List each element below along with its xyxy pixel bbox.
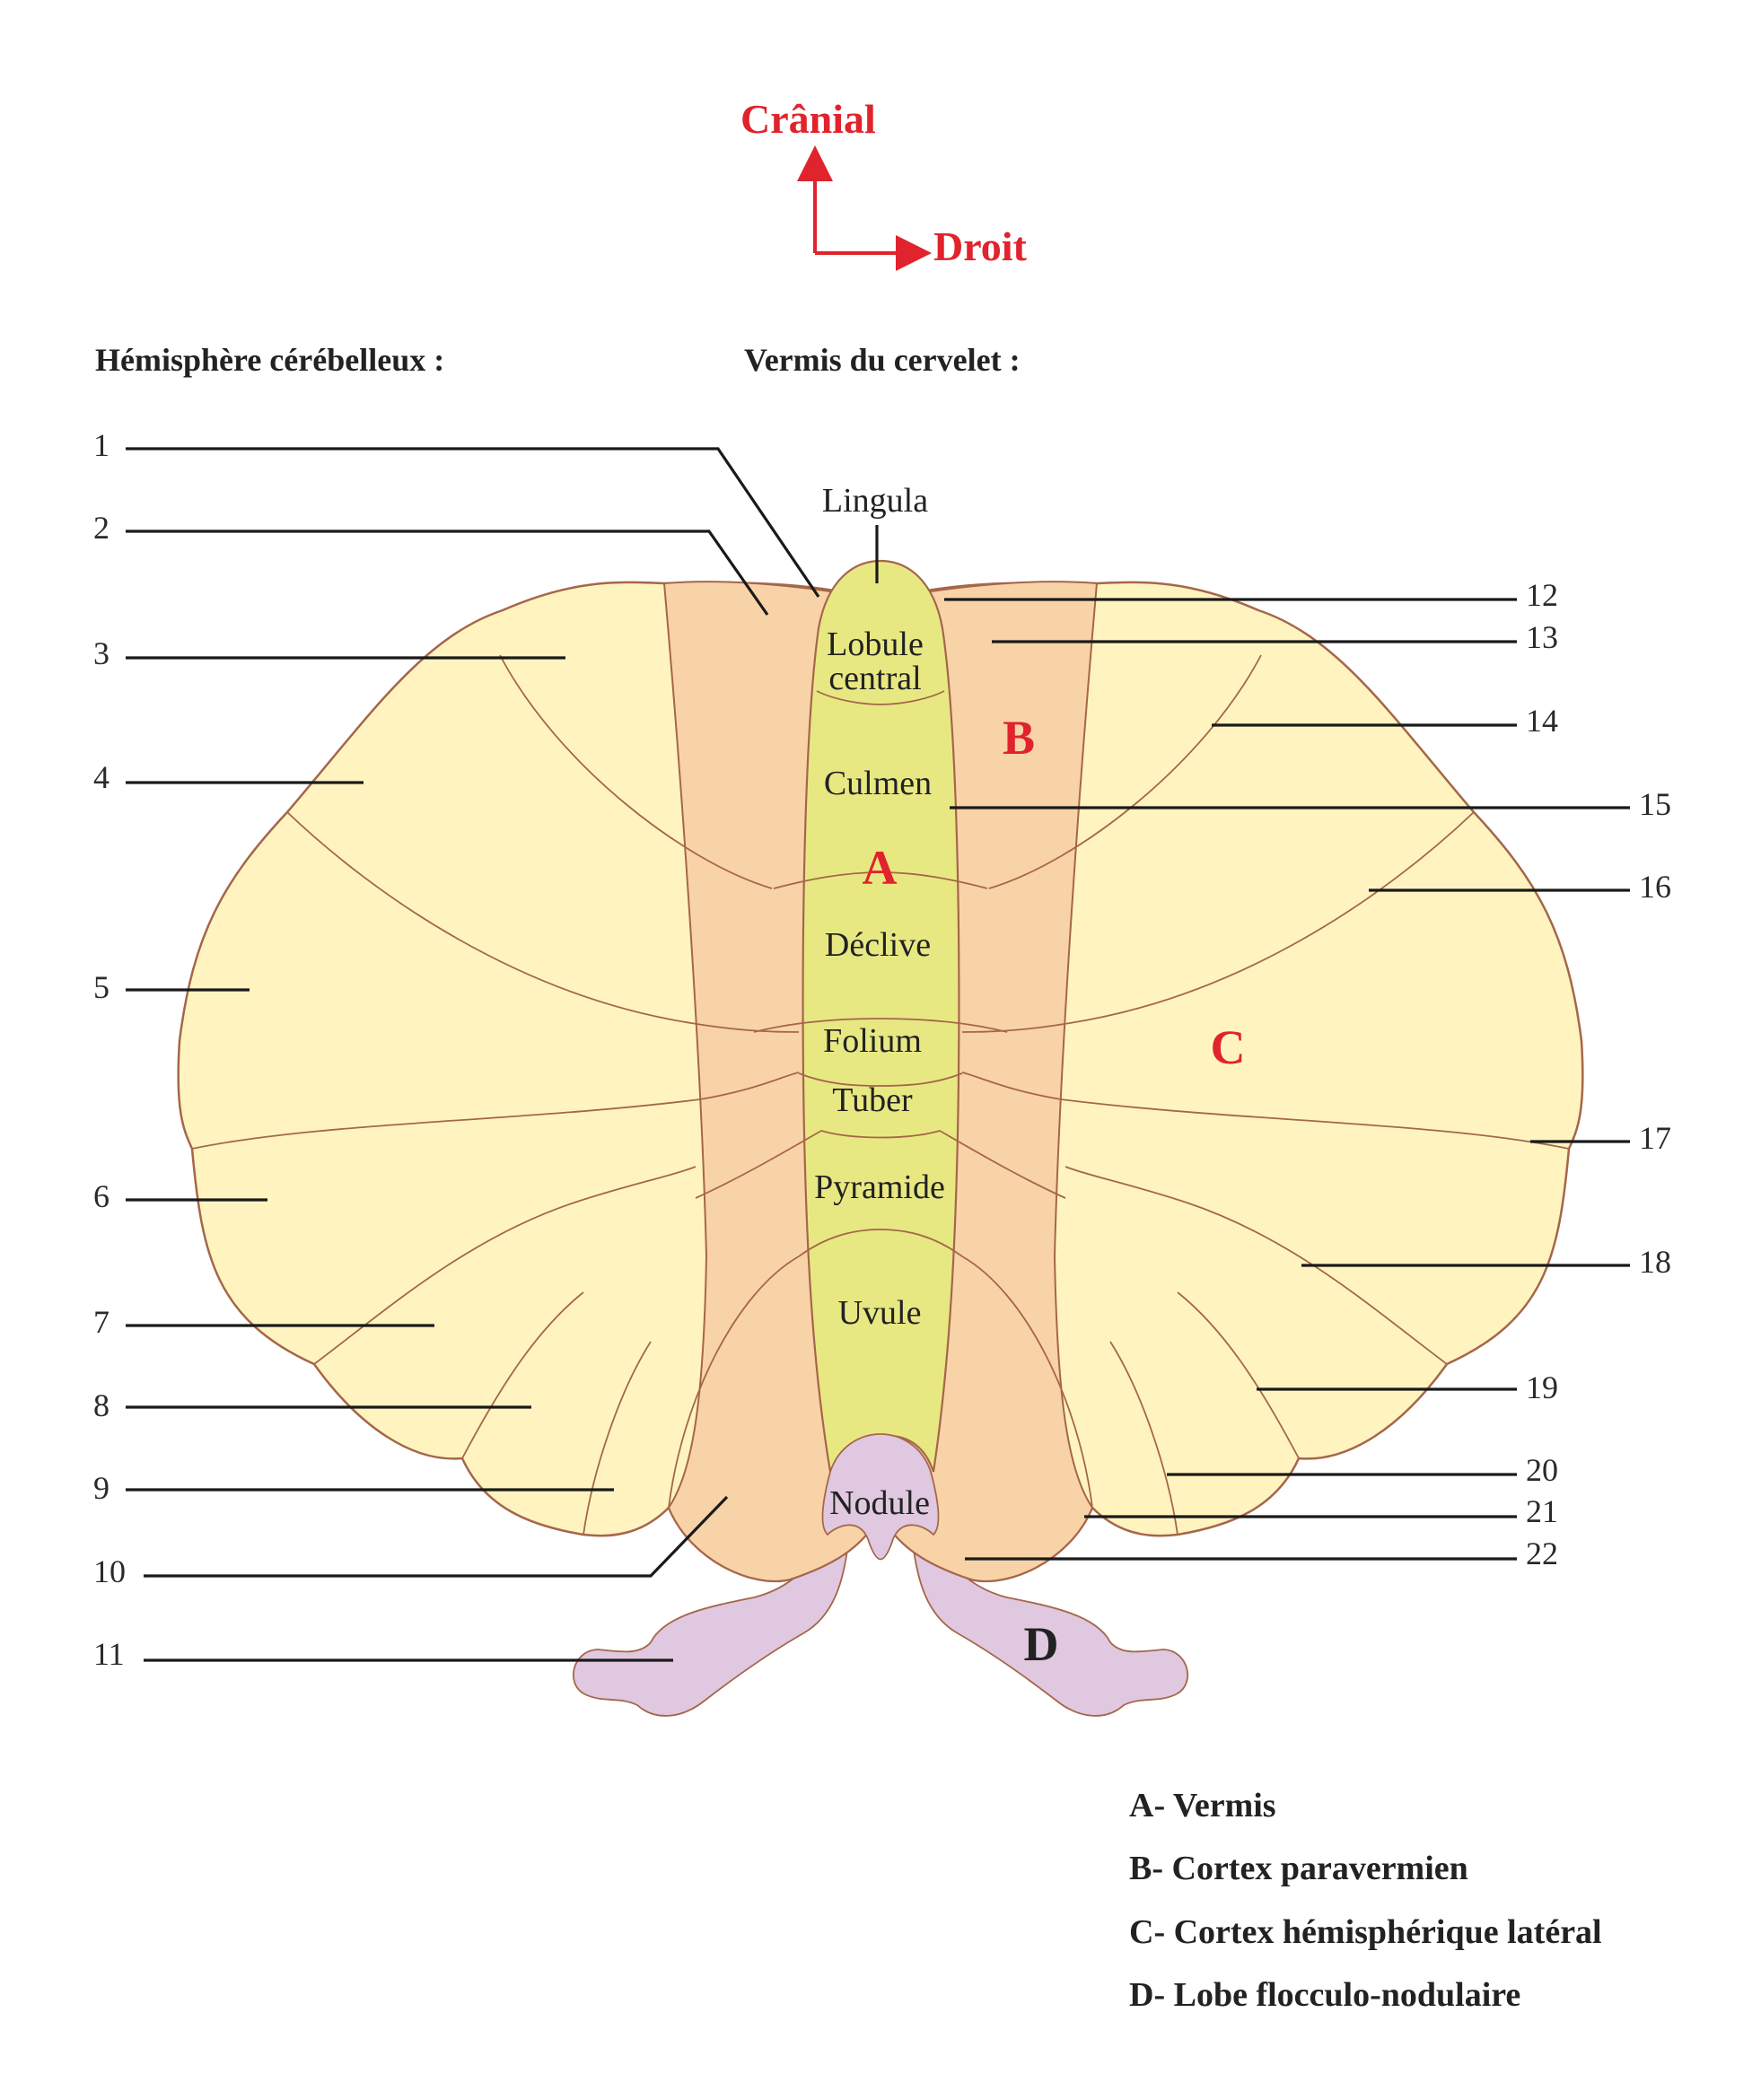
- label-number: 20: [1526, 1452, 1558, 1488]
- right-label: Droit: [933, 223, 1028, 269]
- legend: A- Vermis B- Cortex paravermien C- Corte…: [1129, 1787, 1602, 2014]
- pyramide-label: Pyramide: [814, 1168, 945, 1206]
- declive-label: Déclive: [825, 926, 931, 964]
- region-letters: A B C D: [863, 711, 1246, 1671]
- tuber-label: Tuber: [832, 1081, 913, 1119]
- label-number: 18: [1639, 1244, 1671, 1280]
- label-number: 17: [1639, 1120, 1671, 1156]
- label-number: 5: [93, 969, 110, 1005]
- label-number: 8: [93, 1387, 110, 1423]
- label-number: 12: [1526, 577, 1558, 613]
- lobule-central-label-2: central: [828, 660, 921, 697]
- lobule-central-label-1: Lobule: [827, 626, 924, 663]
- right-flocculus-shape: [912, 1514, 1189, 1717]
- nodule-shape: [821, 1433, 940, 1561]
- right-leader-lines: [944, 598, 1630, 1561]
- label-number: 15: [1639, 786, 1671, 822]
- label-number: 1: [93, 427, 110, 463]
- label-number: 22: [1526, 1536, 1558, 1571]
- legend-item-lateral-cortex: C- Cortex hémisphérique latéral: [1129, 1913, 1602, 1951]
- flocculonodular-lobe: [572, 1514, 1189, 1717]
- folium-label: Folium: [823, 1022, 922, 1060]
- vermis-header: Vermis du cervelet :: [744, 342, 1021, 378]
- label-number: 6: [93, 1178, 110, 1214]
- label-number: 16: [1639, 869, 1671, 905]
- label-number: 7: [93, 1304, 110, 1340]
- region-letter-b: B: [1003, 711, 1035, 765]
- legend-item-flocculonodular: D- Lobe flocculo-nodulaire: [1129, 1976, 1520, 2014]
- left-leader-lines: [126, 447, 820, 1662]
- label-number: 11: [93, 1636, 125, 1672]
- lingula-label: Lingula: [822, 482, 928, 520]
- right-number-labels: 12 13 14 15 16 17 18 19 20 21 22: [1526, 577, 1671, 1571]
- culmen-label: Culmen: [824, 765, 932, 802]
- vermis-region: [802, 559, 960, 1474]
- label-number: 9: [93, 1470, 110, 1506]
- region-letter-d: D: [1024, 1617, 1059, 1671]
- label-number: 2: [93, 510, 110, 546]
- nodule-label: Nodule: [829, 1484, 930, 1522]
- label-number: 4: [93, 759, 110, 795]
- left-flocculus-shape: [572, 1514, 849, 1717]
- label-number: 10: [93, 1553, 126, 1589]
- vermis-labels: Lingula Lobule central Culmen Déclive Fo…: [814, 482, 945, 1522]
- right-fissures: [961, 654, 1570, 1536]
- hemisphere-header: Hémisphère cérébelleux :: [95, 342, 444, 378]
- left-number-labels: 1 2 3 4 5 6 7 8 9 10 11: [93, 427, 126, 1672]
- label-number: 21: [1526, 1493, 1558, 1529]
- legend-item-vermis: A- Vermis: [1129, 1787, 1276, 1824]
- uvule-label: Uvule: [838, 1294, 922, 1332]
- label-number: 19: [1526, 1369, 1558, 1405]
- label-number: 13: [1526, 619, 1558, 655]
- region-letter-c: C: [1211, 1020, 1246, 1074]
- label-number: 3: [93, 635, 110, 671]
- vermis-fissures: [695, 690, 1066, 1257]
- cranial-label: Crânial: [740, 96, 876, 142]
- legend-item-paravermis: B- Cortex paravermien: [1129, 1850, 1468, 1887]
- region-letter-a: A: [863, 841, 898, 895]
- label-number: 14: [1526, 703, 1558, 739]
- orientation-compass: Crânial Droit: [740, 96, 1028, 271]
